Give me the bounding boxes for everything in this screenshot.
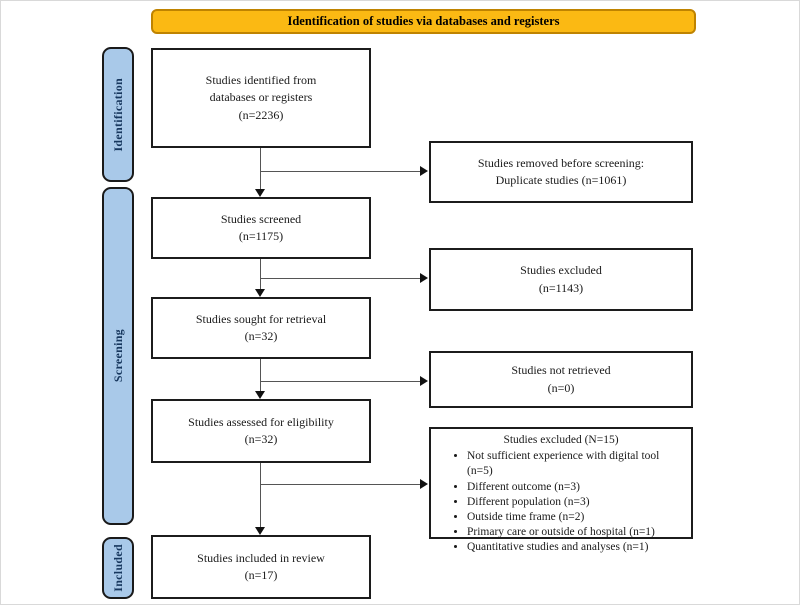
stage-label-included: Included (110, 544, 125, 592)
arrowhead-right-icon (420, 376, 428, 386)
connector-identified-to-screened (260, 148, 261, 190)
stage-bar-included: Included (102, 537, 134, 599)
box-studies-screened: Studies screened (n=1175) (151, 197, 371, 259)
box-studies-excluded: Studies excluded (n=1143) (429, 248, 693, 311)
arrowhead-right-icon (420, 273, 428, 283)
arrowhead-down-icon (255, 527, 265, 535)
box-studies-assessed: Studies assessed for eligibility (n=32) (151, 399, 371, 463)
branch-to-removed (260, 171, 421, 172)
stage-label-identification: Identification (110, 77, 125, 152)
stage-label-screening: Screening (110, 329, 125, 383)
box-studies-not-retrieved: Studies not retrieved (n=0) (429, 351, 693, 408)
arrowhead-down-icon (255, 391, 265, 399)
box-studies-sought: Studies sought for retrieval (n=32) (151, 297, 371, 359)
connector-sought-to-assessed (260, 359, 261, 392)
excluded-reason-item: Different outcome (n=3) (467, 480, 683, 495)
excluded-reason-item: Different population (n=3) (467, 495, 683, 510)
stage-bar-identification: Identification (102, 47, 134, 182)
connector-screened-to-sought (260, 259, 261, 290)
stage-bar-screening: Screening (102, 187, 134, 525)
excluded-reasons-title: Studies excluded (N=15) (503, 434, 619, 446)
box-removed-before-screening: Studies removed before screening: Duplic… (429, 141, 693, 203)
arrowhead-right-icon (420, 166, 428, 176)
excluded-reason-item: Primary care or outside of hospital (n=1… (467, 525, 683, 540)
excluded-reason-item: Outside time frame (n=2) (467, 510, 683, 525)
branch-to-not-retrieved (260, 381, 421, 382)
diagram-header-title: Identification of studies via databases … (287, 14, 560, 28)
connector-assessed-to-included (260, 463, 261, 528)
box-studies-identified: Studies identified from databases or reg… (151, 48, 371, 148)
branch-to-excluded (260, 278, 421, 279)
excluded-reason-item: Quantitative studies and analyses (n=1) (467, 540, 683, 555)
box-studies-included: Studies included in review (n=17) (151, 535, 371, 599)
arrowhead-down-icon (255, 289, 265, 297)
arrowhead-right-icon (420, 479, 428, 489)
excluded-reason-item: Not sufficient experience with digital t… (467, 449, 683, 479)
excluded-reasons-list: Not sufficient experience with digital t… (439, 449, 683, 555)
diagram-header: Identification of studies via databases … (151, 9, 696, 34)
branch-to-excluded-reasons (260, 484, 421, 485)
arrowhead-down-icon (255, 189, 265, 197)
box-excluded-reasons: Studies excluded (N=15) Not sufficient e… (429, 427, 693, 553)
